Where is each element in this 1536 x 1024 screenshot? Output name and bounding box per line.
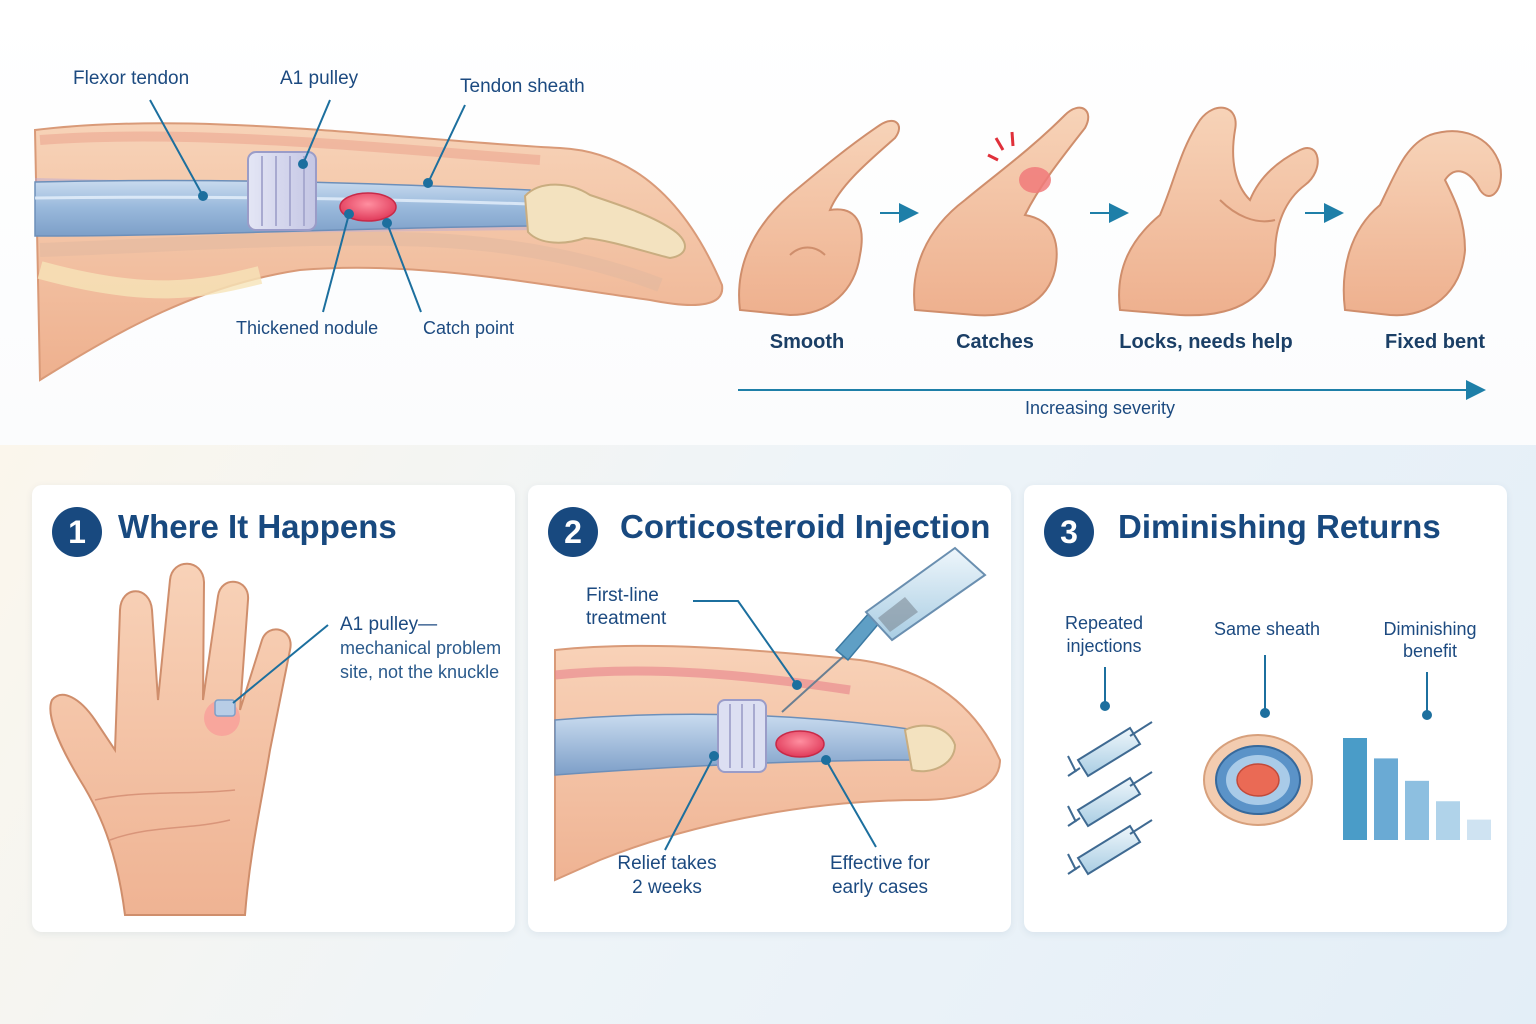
card-2-effective-line-1: Effective for bbox=[830, 853, 930, 874]
hand-pose-fixed-bent bbox=[1342, 130, 1502, 317]
card-1-note-line-2: mechanical problem bbox=[340, 638, 502, 658]
card-2-relief-line-1: Relief takes bbox=[617, 853, 717, 874]
card-2-relief-line-2: 2 weeks bbox=[632, 877, 702, 898]
card-3-repeated-line-1: Repeated bbox=[1064, 613, 1144, 633]
stage-label-catches: Catches bbox=[956, 331, 1034, 353]
label-flexor-tendon: Flexor tendon bbox=[73, 68, 190, 89]
card-1-note-line-3: site, not the knuckle bbox=[340, 662, 500, 682]
card-1-note-line-1: A1 pulley— bbox=[340, 614, 438, 635]
hand-pose-locks bbox=[1118, 106, 1319, 317]
card-3-number-badge: 3 bbox=[1044, 507, 1094, 557]
card-where-it-happens bbox=[32, 485, 515, 932]
label-a1-pulley: A1 pulley bbox=[280, 68, 359, 89]
card-3-benefit-line-1: Diminishing bbox=[1383, 619, 1477, 639]
card-2-first-line-2: treatment bbox=[586, 608, 667, 629]
label-tendon-sheath: Tendon sheath bbox=[460, 76, 585, 97]
card-3-benefit-line-2: benefit bbox=[1402, 641, 1458, 661]
label-catch-point: Catch point bbox=[423, 318, 515, 338]
card-2-first-line-1: First-line bbox=[586, 585, 659, 606]
card-3-same-sheath: Same sheath bbox=[1213, 619, 1321, 639]
stage-label-locks: Locks, needs help bbox=[1119, 331, 1293, 353]
stage-label-smooth: Smooth bbox=[769, 331, 845, 353]
hand-pose-catches bbox=[913, 106, 1090, 317]
stage-label-fixed-bent: Fixed bent bbox=[1384, 331, 1485, 353]
finger-cross-section-illustration bbox=[33, 99, 724, 382]
card-1-title: Where It Happens bbox=[118, 508, 397, 545]
label-thickened-nodule: Thickened nodule bbox=[236, 318, 379, 338]
card-3-title: Diminishing Returns bbox=[1118, 508, 1441, 545]
top-illustrations bbox=[33, 99, 1502, 400]
card-2-number-badge: 2 bbox=[548, 507, 598, 557]
hand-pose-smooth bbox=[738, 119, 900, 317]
severity-label: Increasing severity bbox=[1024, 398, 1176, 418]
card-2-title: Corticosteroid Injection bbox=[620, 508, 991, 545]
card-3-repeated-line-2: injections bbox=[1066, 636, 1142, 656]
catch-pain-icon bbox=[987, 131, 1015, 162]
card-1-number-badge: 1 bbox=[52, 507, 102, 557]
card-2-effective-line-2: early cases bbox=[831, 877, 929, 898]
card-diminishing-returns bbox=[1024, 485, 1507, 932]
